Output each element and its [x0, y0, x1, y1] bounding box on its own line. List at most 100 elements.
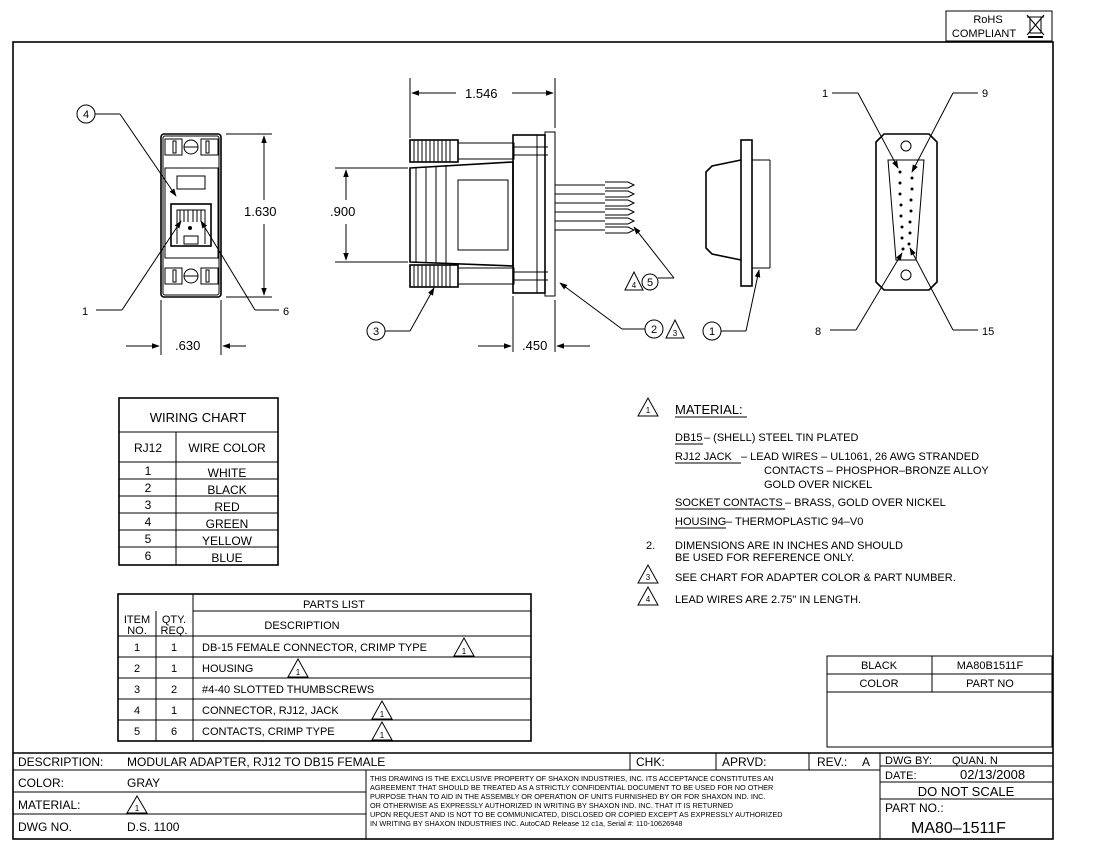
parts-item-no: 2: [134, 663, 140, 675]
legal-line: THIS DRAWING IS THE EXCLUSIVE PROPERTY O…: [370, 774, 773, 783]
wiring-pin: 1: [145, 464, 152, 478]
material-note-number: 1: [135, 804, 140, 813]
dimension-0-630: .630: [126, 300, 246, 355]
wiring-pin: 5: [145, 532, 152, 546]
db15-pin-9-label: 9: [982, 88, 988, 100]
wiring-color: WHITE: [208, 466, 247, 480]
note-db15-key: DB15: [675, 432, 703, 444]
aprvd-label: APRVD:: [722, 755, 766, 769]
parts-row-note: 1: [380, 710, 385, 719]
wiring-color: GREEN: [206, 517, 249, 531]
parts-item-no: 3: [134, 684, 140, 696]
legal-line: AGREEMENT THAT SHOULD BE TREATED AS A ST…: [370, 783, 773, 792]
callout-balloon-4: 4: [76, 104, 177, 197]
balloon-3-label: 3: [373, 326, 379, 338]
parts-row-note: 1: [296, 668, 301, 677]
dwg-no-value: D.S. 1100: [127, 820, 180, 834]
part-no-label: PART NO.:: [885, 801, 944, 815]
wiring-color: BLACK: [207, 483, 246, 497]
revision-triangle-icon: [287, 657, 309, 678]
rohs-line1: RoHS: [973, 14, 1002, 26]
legal-line: OR OTHERWISE AS EXPRESSLY AUTHORIZED IN …: [370, 801, 733, 810]
note-rj12-line2: CONTACTS – PHOSPHOR–BRONZE ALLOY: [764, 465, 989, 477]
note-4-text: LEAD WIRES ARE 2.75" IN LENGTH.: [675, 594, 861, 606]
parts-item-no: 4: [134, 705, 140, 717]
title-block: DESCRIPTION: MODULAR ADAPTER, RJ12 TO DB…: [13, 752, 1053, 839]
parts-qty: 6: [171, 726, 177, 738]
rj12-jack-front-view: [160, 133, 222, 298]
dwg-by-label: DWG BY:: [885, 755, 932, 767]
parts-description: #4-40 SLOTTED THUMBSCREWS: [202, 684, 374, 696]
note-rj12-value: – LEAD WIRES – UL1061, 26 AWG STRANDED: [741, 451, 979, 463]
parts-row: 4 1 CONNECTOR, RJ12, JACK 1: [134, 699, 393, 720]
date-value: 02/13/2008: [960, 767, 1025, 782]
wiring-row: 5 YELLOW: [145, 532, 253, 548]
parts-description: CONNECTOR, RJ12, JACK: [202, 705, 339, 717]
material-label: MATERIAL:: [18, 798, 80, 812]
callout-balloon-1-side: 1: [702, 269, 761, 341]
drawing-notes: 1 MATERIAL: DB15 – (SHELL) STEEL TIN PLA…: [637, 396, 989, 606]
part-no-value: MA80–1511F: [911, 820, 1006, 837]
note-socket-key: SOCKET CONTACTS: [675, 497, 783, 509]
parts-qty: 1: [171, 642, 177, 654]
wiring-row: 3 RED: [145, 498, 240, 514]
note-4-triangle-icon: [637, 585, 659, 606]
balloon-1-label: 1: [709, 326, 715, 338]
dimension-1-630: 1.630: [226, 133, 277, 298]
note-housing-key: HOUSING: [675, 516, 726, 528]
balloon-2-label: 2: [651, 324, 657, 336]
parts-header-qty: QTY.: [162, 614, 186, 626]
color-label: COLOR:: [18, 776, 64, 790]
dim-0-630-label: .630: [175, 338, 200, 353]
description-value: MODULAR ADAPTER, RJ12 TO DB15 FEMALE: [127, 755, 385, 769]
wiring-row: 4 GREEN: [145, 515, 249, 531]
note-3-triangle-icon: [637, 563, 659, 584]
db15-pin-8-label: 8: [815, 326, 821, 338]
revision-triangle-icon: [371, 720, 393, 741]
dim-1-546-label: 1.546: [465, 86, 498, 101]
parts-qty: 1: [171, 705, 177, 717]
wiring-header-color: WIRE COLOR: [188, 441, 266, 455]
wiring-row: 2 BLACK: [145, 481, 247, 497]
dwg-no-label: DWG NO.: [18, 820, 72, 834]
balloon-2-tri-label: 3: [673, 329, 678, 338]
balloon-5-label: 5: [647, 277, 653, 289]
note-2-line2: BE USED FOR REFERENCE ONLY.: [675, 552, 854, 564]
parts-header-item: ITEM: [124, 614, 150, 626]
note-housing-value: – THERMOPLASTIC 94–V0: [726, 516, 863, 528]
dimension-1-546: 1.546: [409, 78, 556, 138]
crossed-bin-icon: [1026, 14, 1045, 38]
parts-qty: 2: [171, 684, 177, 696]
wiring-pin: 4: [145, 515, 152, 529]
parts-row: 2 1 HOUSING 1: [134, 657, 309, 678]
jack-pin-6-label: 6: [283, 306, 289, 318]
note-rj12-key: RJ12 JACK: [675, 451, 733, 463]
rohs-line2: COMPLIANT: [952, 28, 1016, 40]
wiring-color: YELLOW: [202, 534, 253, 548]
callout-balloon-3: 3: [366, 287, 435, 341]
note-socket-value: – BRASS, GOLD OVER NICKEL: [785, 497, 946, 509]
parts-row: 1 1 DB-15 FEMALE CONNECTOR, CRIMP TYPE 1: [134, 636, 475, 657]
wiring-color: BLUE: [211, 551, 242, 565]
color-value: GRAY: [127, 776, 160, 790]
legal-line: PURPOSE THAN TO AID IN THE ASSEMBLY OR O…: [370, 792, 765, 801]
parts-row-note: 1: [462, 647, 467, 656]
wiring-pin: 2: [145, 481, 152, 495]
rev-value: A: [862, 755, 870, 769]
parts-description: HOUSING: [202, 663, 253, 675]
balloon-4-label: 4: [83, 109, 89, 121]
db15-side-view: [705, 139, 771, 287]
db15-pin-15-label: 15: [982, 326, 994, 338]
rohs-badge: RoHS COMPLIANT: [945, 10, 1053, 42]
wiring-pin: 6: [145, 549, 152, 563]
note-1-triangle-icon: [637, 396, 659, 417]
dim-1-630-label: 1.630: [244, 204, 277, 219]
parts-row: 3 2 #4-40 SLOTTED THUMBSCREWS: [134, 684, 374, 696]
callout-balloon-4-5: 4 5: [624, 226, 675, 291]
color-value: BLACK: [861, 660, 898, 672]
parts-qty: 1: [171, 663, 177, 675]
parts-header-description: DESCRIPTION: [264, 620, 339, 632]
material-triangle-icon: [126, 795, 148, 814]
db15-pin-leaders: 1 9 8 15: [815, 88, 994, 338]
